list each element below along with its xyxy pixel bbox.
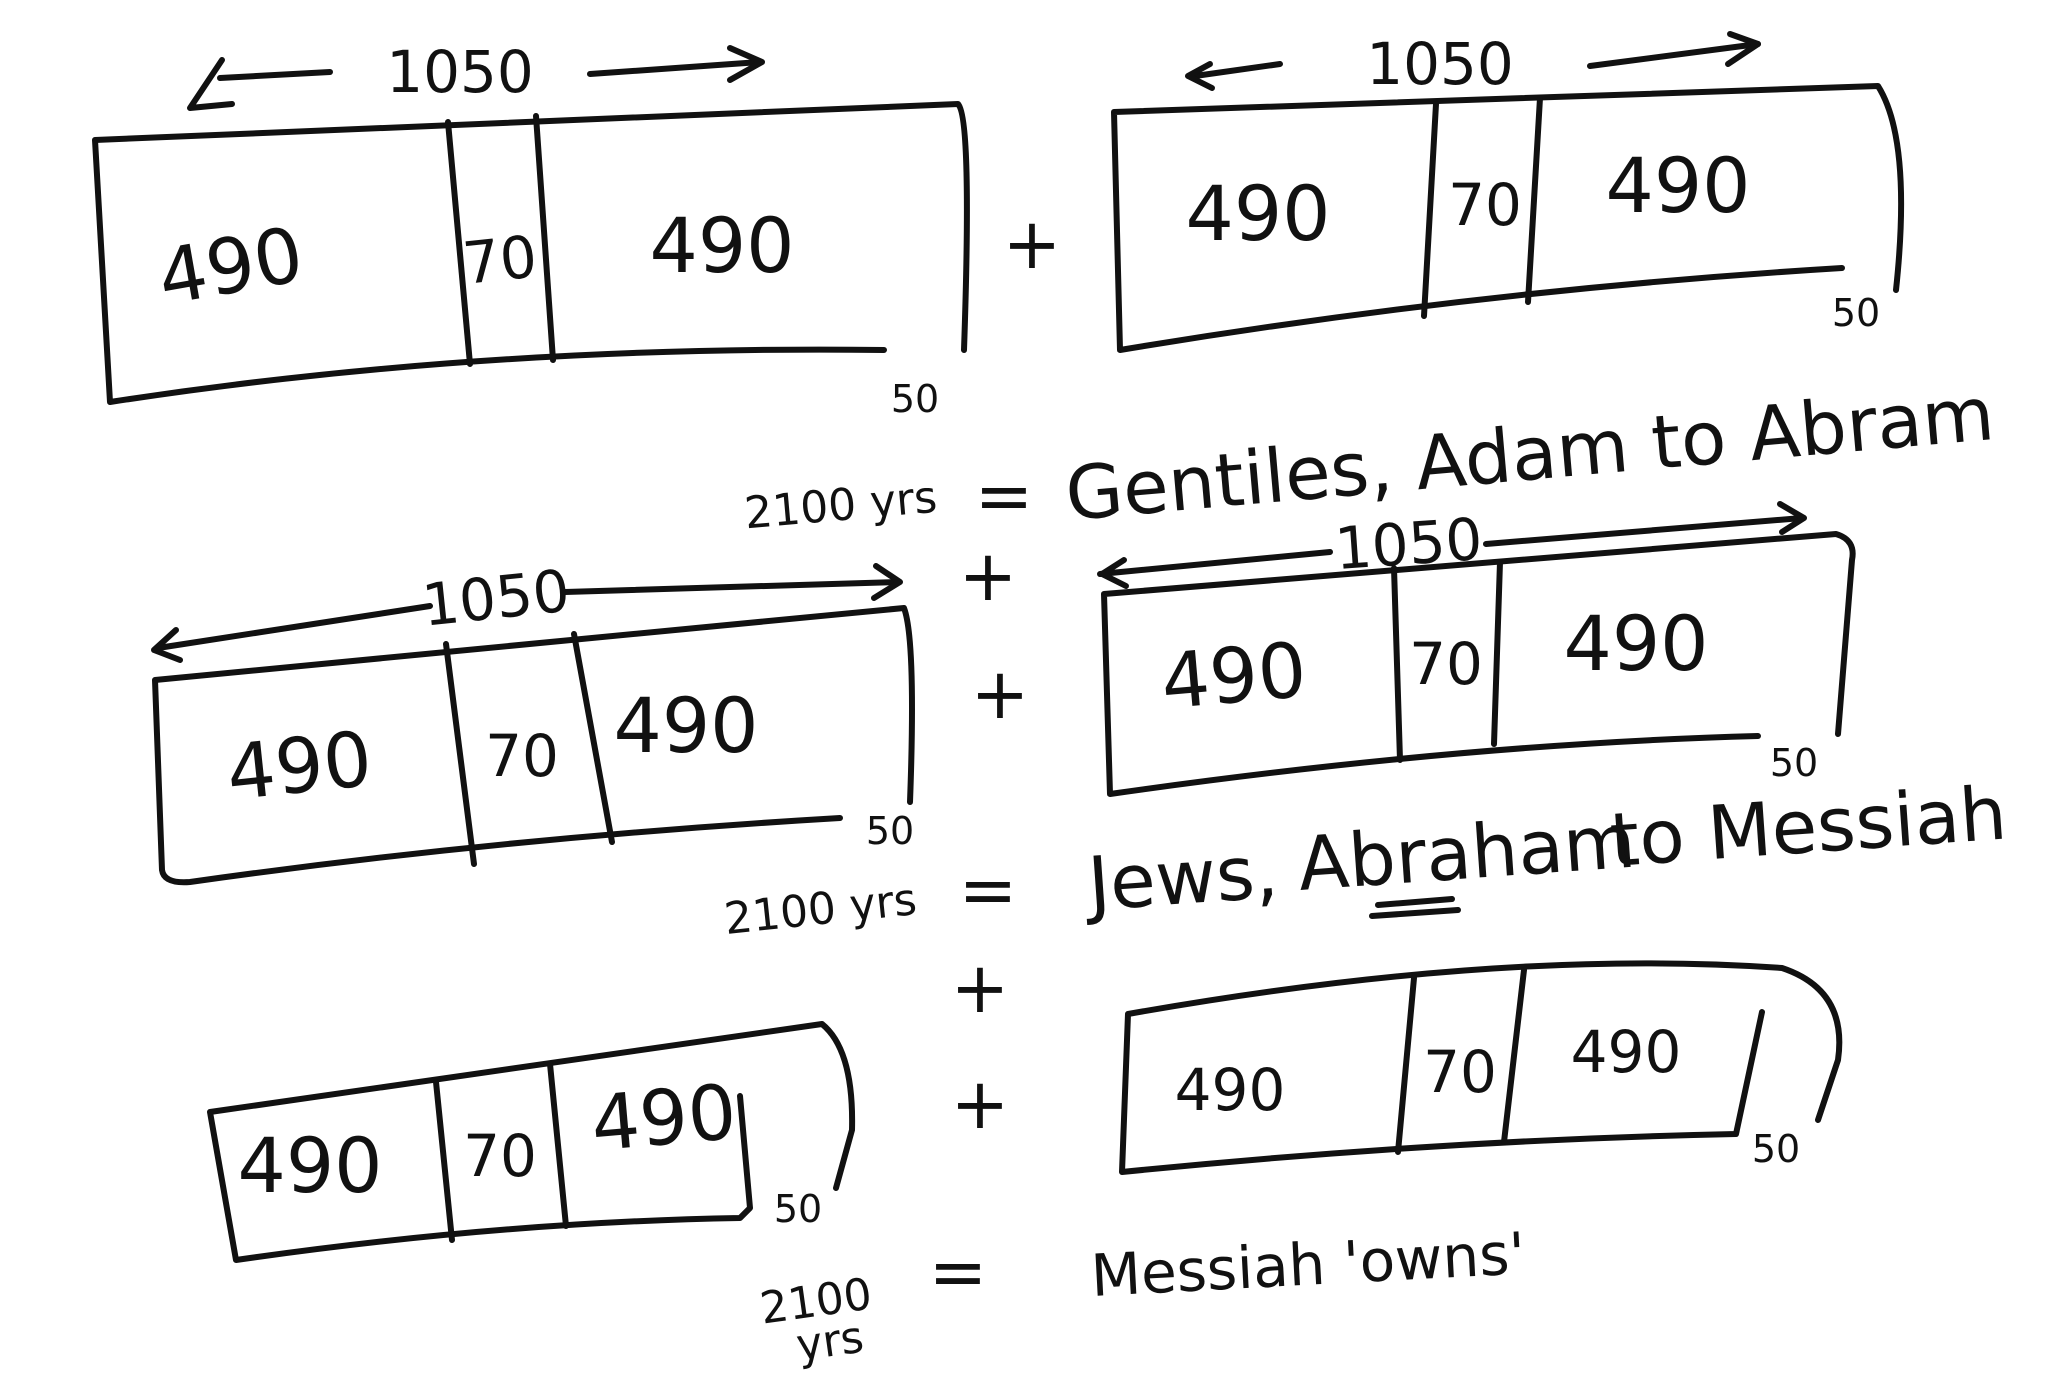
meaning-underlined: Abraham — [1295, 799, 1638, 908]
span-arrow-gentiles-right: 1050 — [1185, 30, 1761, 98]
block-messiah-right: 490 70 490 50 — [1119, 960, 1843, 1175]
segment-label: 70 — [463, 1122, 537, 1190]
block-outline — [92, 101, 970, 405]
segment-divider — [1525, 95, 1543, 305]
meaning-prefix: Jews, — [1081, 829, 1280, 928]
meaning-text: Messiah 'owns' — [1089, 1219, 1527, 1310]
row-jews: 1050 490 70 490 50 + 1050 490 70 — [151, 501, 2010, 945]
tail-label: 50 — [1832, 291, 1880, 335]
underline-mark — [1369, 896, 1461, 919]
segment-label: 490 — [222, 714, 376, 818]
segment-label: 70 — [460, 222, 541, 297]
segment-label: 490 — [1185, 169, 1330, 258]
total-years-unit: yrs — [793, 1312, 867, 1372]
plus-sign: + — [1003, 203, 1062, 285]
block-outline — [152, 605, 915, 886]
row-messiah: 490 70 490 50 + 490 70 490 50 2100 yrs =… — [207, 960, 1843, 1372]
segment-divider — [571, 631, 615, 845]
plus-between-rows: + — [959, 535, 1018, 617]
segment-label: 490 — [1605, 141, 1750, 230]
plus-sign: + — [951, 1063, 1010, 1145]
block-jews-right: 1050 490 70 490 50 — [1097, 501, 1856, 797]
tail-label: 50 — [1770, 741, 1818, 785]
row-gentiles: 1050 490 70 490 50 + 1050 490 70 — [92, 30, 1998, 540]
segment-divider — [443, 641, 477, 867]
tail-label: 50 — [774, 1187, 822, 1231]
block-outline — [1101, 531, 1856, 797]
meaning-suffix: to Messiah — [1607, 770, 2009, 883]
segment-label: 490 — [1563, 599, 1708, 688]
segment-label: 490 — [1175, 1056, 1286, 1124]
block-messiah-left: 490 70 490 50 — [207, 1021, 856, 1263]
block-outline — [207, 1021, 856, 1263]
segment-label: 490 — [588, 1067, 740, 1168]
tail-label: 50 — [1752, 1127, 1800, 1171]
equals-sign: = — [959, 849, 1018, 931]
equals-sign: = — [975, 455, 1034, 537]
segment-divider — [1491, 559, 1503, 747]
segment-divider — [433, 1079, 455, 1243]
block-outline — [1119, 960, 1843, 1175]
block-gentiles-right: 1050 490 70 490 50 — [1111, 30, 1905, 353]
plus-sign: + — [971, 653, 1030, 735]
span-label: 1050 — [419, 557, 573, 640]
span-arrow-gentiles-left: 1050 — [187, 38, 765, 111]
segment-divider — [1421, 101, 1439, 319]
segment-divider — [1395, 975, 1417, 1155]
plus-between-rows: + — [951, 947, 1010, 1029]
segment-divider — [445, 119, 473, 367]
segment-label: 70 — [485, 722, 559, 790]
segment-label: 70 — [1423, 1038, 1497, 1106]
segment-divider — [533, 113, 556, 363]
segment-label: 490 — [613, 681, 758, 770]
block-gentiles-left: 1050 490 70 490 50 — [92, 38, 970, 421]
segment-label: 70 — [1448, 171, 1522, 239]
meaning-text: Gentiles, Adam to Abram — [1062, 371, 1997, 538]
segment-divider — [547, 1061, 569, 1229]
block-outline — [1111, 83, 1905, 353]
segment-label: 490 — [649, 201, 794, 290]
total-years: 2100 yrs — [742, 472, 939, 540]
segment-label: 70 — [1409, 630, 1483, 698]
equals-sign: = — [929, 1231, 988, 1313]
equation-jews: 2100 yrs = Jews, Abraham to Messiah — [722, 770, 2010, 945]
segment-divider — [1391, 565, 1403, 763]
tail-label: 50 — [891, 377, 939, 421]
equation-messiah: 2100 yrs = Messiah 'owns' — [757, 1219, 1527, 1371]
segment-divider — [1501, 967, 1527, 1145]
span-label: 1050 — [386, 38, 534, 106]
segment-label: 490 — [1571, 1018, 1682, 1086]
tail-label: 50 — [866, 809, 914, 853]
span-arrow-jews-left: 1050 — [151, 557, 903, 663]
total-years: 2100 yrs — [722, 874, 919, 945]
segment-label: 490 — [1158, 625, 1310, 726]
segment-label: 490 — [151, 209, 309, 322]
segment-label: 490 — [237, 1121, 382, 1210]
block-jews-left: 1050 490 70 490 50 — [151, 557, 915, 886]
span-label: 1050 — [1366, 30, 1514, 98]
